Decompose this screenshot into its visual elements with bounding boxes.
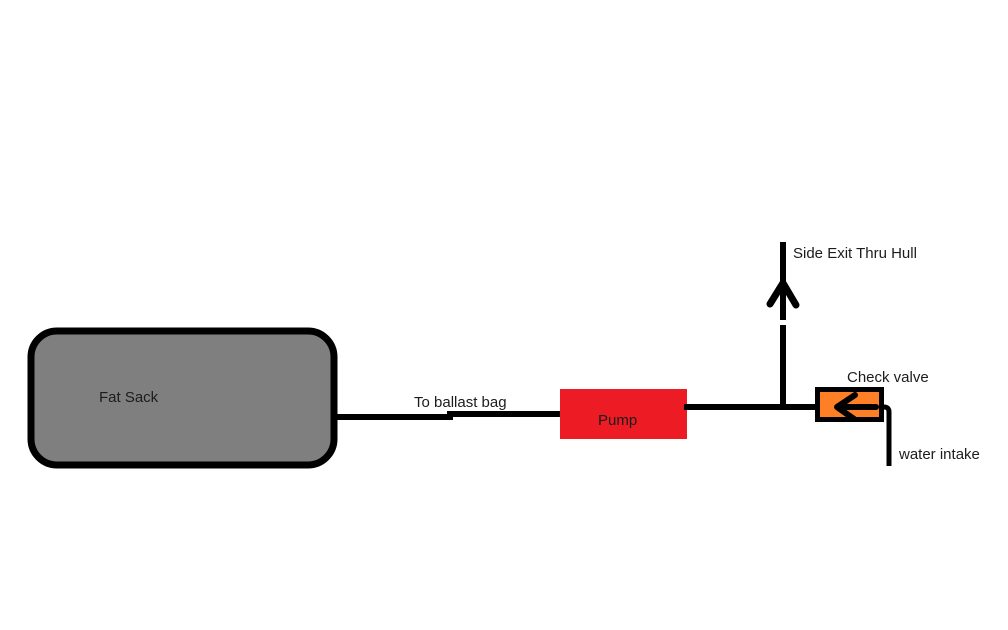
side-exit-label: Side Exit Thru Hull	[793, 245, 917, 262]
diagram-lines	[27, 242, 892, 469]
ballast-hose-line	[336, 411, 561, 420]
to-ballast-bag-label: To ballast bag	[414, 394, 507, 411]
pump-label: Pump	[598, 412, 638, 429]
fat-sack-tank	[27, 327, 338, 469]
up-arrow-icon	[766, 279, 800, 309]
check-valve-label: Check valve	[847, 369, 929, 386]
water-intake-label: water intake	[899, 446, 980, 463]
pump-box	[560, 389, 687, 439]
water-intake-line	[881, 404, 892, 466]
left-arrow-icon	[834, 392, 879, 422]
fat-sack-label: Fat Sack	[99, 389, 159, 406]
